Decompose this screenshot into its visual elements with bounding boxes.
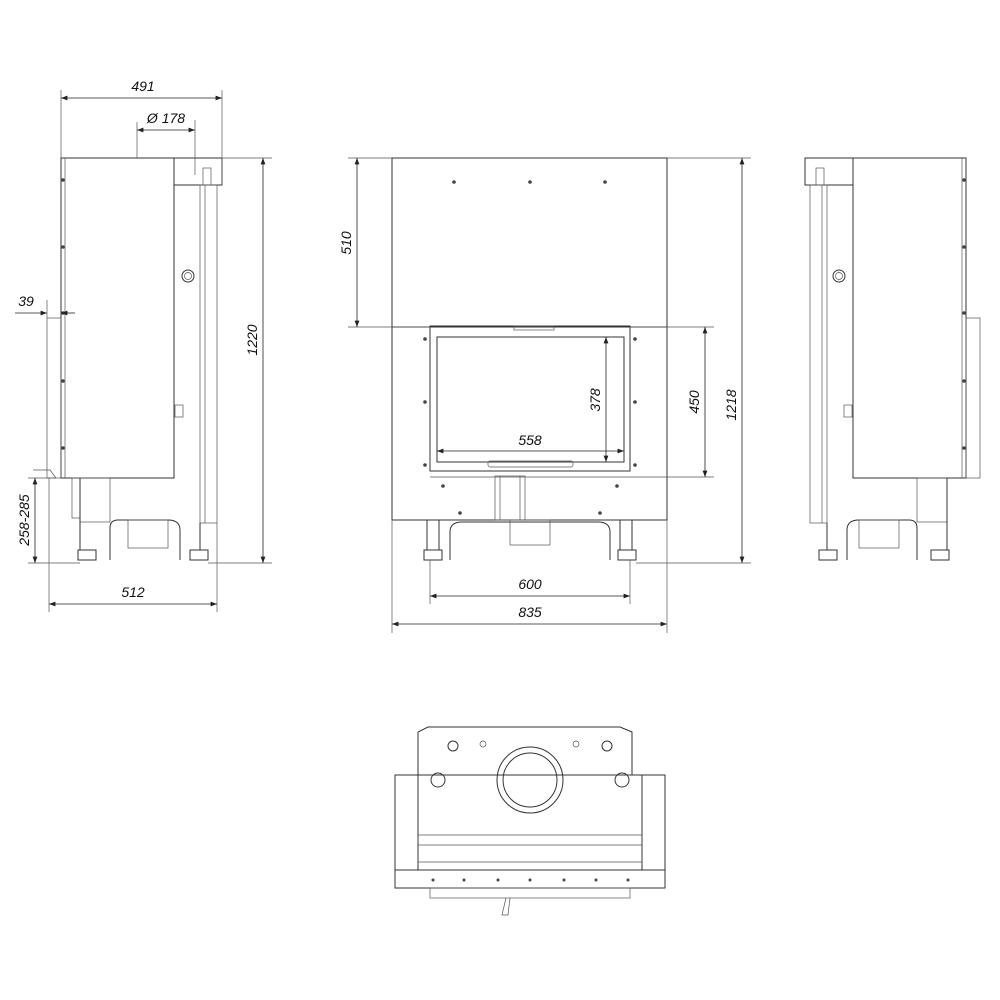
dim-opening-height-450: 450 (686, 390, 702, 414)
dim-depth-491: 491 (131, 78, 154, 94)
dim-glass-width-558: 558 (518, 432, 542, 448)
dim-height-1220: 1220 (244, 324, 260, 355)
dim-upper-height-510: 510 (338, 231, 354, 255)
dim-base-depth-512: 512 (121, 584, 145, 600)
left-side-view: 491 Ø 178 1220 39 258-285 512 (15, 78, 272, 612)
dim-offset-39: 39 (18, 293, 34, 309)
dim-glass-height-378: 378 (587, 388, 603, 412)
front-view: 510 450 1218 378 558 600 835 (338, 157, 751, 633)
top-view (394, 726, 666, 916)
right-side-view (804, 157, 981, 561)
dim-total-width-835: 835 (518, 604, 542, 620)
dim-leg-span-600: 600 (518, 576, 542, 592)
dim-total-height-1218: 1218 (723, 389, 739, 420)
dim-flue-diameter: Ø 178 (146, 110, 185, 126)
dim-leg-height: 258-285 (16, 494, 32, 547)
